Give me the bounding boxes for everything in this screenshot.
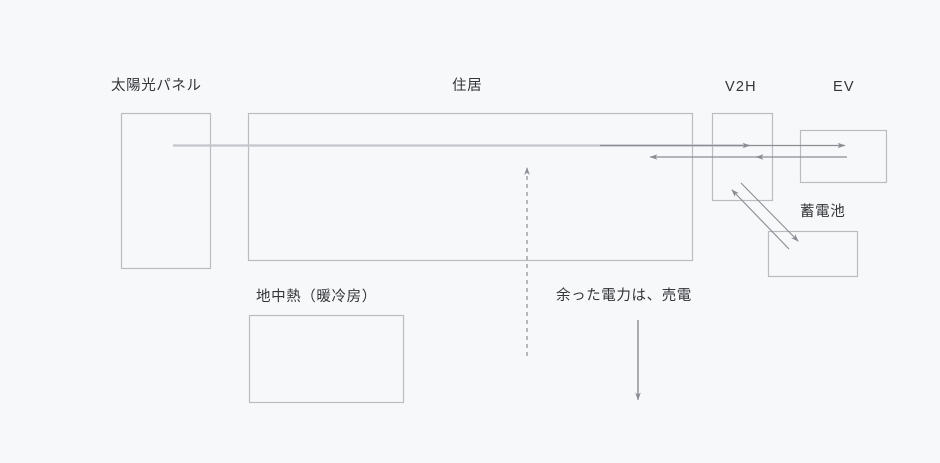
storage-battery-box <box>767 230 859 278</box>
geothermal-box <box>248 314 405 404</box>
v2h-to-battery-arrow <box>740 182 799 242</box>
residence-box <box>247 112 694 262</box>
label-geothermal: 地中熱（暖冷房） <box>256 289 377 305</box>
label-v2h: V2H <box>725 79 757 95</box>
label-residence: 住居 <box>452 78 483 94</box>
label-solar-panel: 太陽光パネル <box>111 78 202 94</box>
solar-panel-box <box>120 112 212 270</box>
label-sell-surplus: 余った電力は、売電 <box>556 288 692 304</box>
label-storage-battery: 蓄電池 <box>800 204 846 220</box>
label-ev: EV <box>833 79 855 95</box>
battery-to-v2h-arrow <box>731 189 790 250</box>
